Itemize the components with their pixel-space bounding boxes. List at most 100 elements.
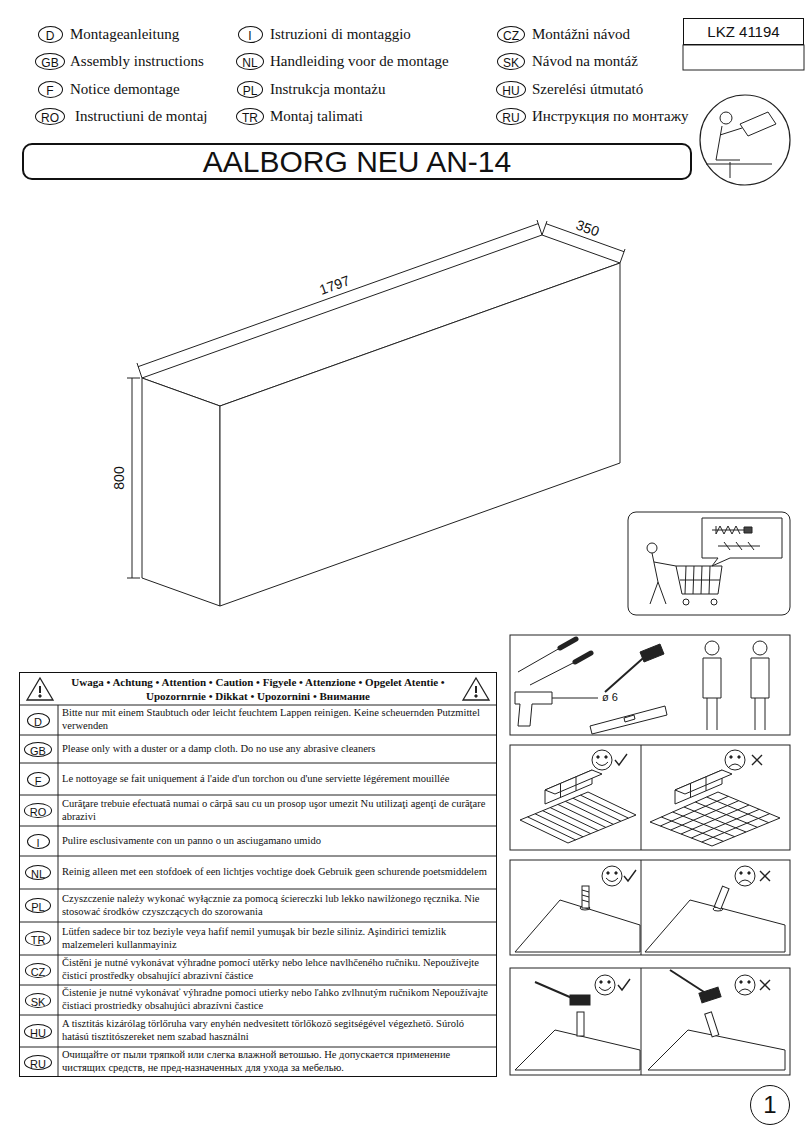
article-number-box: LKZ 41194 [683, 18, 804, 45]
callout [702, 518, 782, 566]
screwdriver-handle [575, 653, 591, 662]
language-code: TR [236, 108, 264, 125]
check-mark [615, 754, 627, 765]
panel-divider [641, 745, 642, 850]
rug-hatch [550, 808, 598, 831]
language-name: Instructiuni de montaj [75, 107, 207, 125]
face-eye [738, 756, 740, 758]
screwdriver [530, 662, 575, 685]
shelf-divider [690, 783, 691, 797]
warning-mark [475, 695, 477, 697]
language-code: PL [25, 898, 50, 913]
dowel-ridge [582, 895, 589, 897]
person-body [650, 553, 676, 604]
cross-mark [760, 980, 770, 990]
sad-face [735, 975, 755, 995]
dimension-line [132, 378, 133, 578]
drill-bit [552, 698, 598, 699]
icon-frame [628, 512, 790, 615]
icon-circle [700, 95, 790, 185]
face-eye [748, 981, 750, 983]
language-code: HU [496, 81, 525, 98]
panel [510, 745, 790, 850]
dowel [705, 1012, 719, 1037]
hammer-handle [535, 982, 572, 998]
blank-box [683, 45, 804, 70]
node-text: TR [31, 934, 46, 946]
panel-divider [641, 860, 642, 955]
check-mark [624, 870, 636, 881]
wheel [683, 599, 689, 605]
node-text: F [46, 84, 53, 98]
node-text: D [34, 716, 42, 728]
screwdriver-handle [560, 639, 576, 648]
table-rule [19, 922, 497, 923]
table-rule [19, 795, 497, 796]
face-mouth [599, 987, 611, 991]
shelf-divider [706, 777, 707, 791]
cross-mark [760, 871, 770, 881]
tile-line [691, 809, 759, 838]
language-name: Assembly instructions [70, 52, 204, 70]
face-mouth [729, 764, 741, 767]
sad-face [735, 866, 755, 886]
language-code: F [27, 772, 50, 787]
face-eye [615, 872, 617, 874]
cleaning-note: Bitte nur mit einem Staubtuch oder leich… [62, 707, 492, 732]
node-text: RO [30, 806, 47, 818]
person-body [716, 126, 742, 178]
dimension: 350 [572, 216, 603, 240]
node-text: 1 [763, 1091, 776, 1119]
language-code: TR [25, 931, 52, 946]
tile-line [702, 814, 770, 842]
language-name: Montážni návod [532, 25, 630, 43]
cleaning-note: Please only with a duster or a damp clot… [62, 743, 492, 756]
language-code: RU [496, 108, 525, 125]
table-rule [19, 705, 497, 706]
language-code: I [27, 834, 50, 849]
node-text: CZ [503, 29, 519, 43]
table-rule [19, 955, 497, 956]
node-text: Uwaga • Achtung • Attention • Caution • … [20, 673, 496, 704]
cleaning-note: Lütfen sadece bir toz beziyle veya hafif… [62, 926, 492, 951]
person-legs [707, 698, 717, 730]
table-rule [19, 1015, 497, 1016]
language-code: RO [24, 803, 53, 818]
table-rule [19, 889, 497, 890]
language-code: NL [25, 865, 51, 880]
table-rule [19, 763, 497, 764]
node-text: GB [30, 745, 46, 757]
rug-hatch [543, 811, 591, 834]
language-code: F [38, 81, 63, 98]
cleaning-note: Czyszczenie należy wykonać wyłącznie za … [62, 893, 492, 918]
hammer-head [640, 644, 664, 662]
node-text: SK [503, 56, 519, 70]
cart [676, 566, 722, 594]
node-text: HU [502, 84, 519, 98]
table-rule [19, 856, 497, 857]
desk [706, 164, 772, 165]
language-name: Istruzioni di montaggio [270, 25, 411, 43]
dowel [577, 1012, 584, 1036]
dowel-ridge [582, 900, 589, 902]
warning-mark [39, 686, 41, 693]
rug-hatch [580, 795, 628, 818]
node-text: HU [30, 1027, 46, 1039]
face-eye [605, 756, 607, 758]
level-bubble [624, 715, 635, 722]
language-name: Szerelési útmutató [532, 80, 643, 98]
person-head [647, 543, 657, 553]
node-text: SK [31, 996, 46, 1008]
language-code: SK [497, 53, 525, 70]
face-eye [740, 981, 742, 983]
cleaning-note: Очищайте от пыли тряпкой или слегка влаж… [62, 1049, 492, 1074]
screw-head [744, 527, 752, 533]
language-code: CZ [497, 26, 525, 43]
title-banner: AALBORG NEU AN-14 [22, 143, 692, 180]
dimension: 1797 [316, 272, 354, 299]
face-eye [740, 872, 742, 874]
face-mouth [596, 762, 608, 766]
language-name: Montaj talimati [270, 107, 363, 125]
happy-face [595, 975, 615, 995]
